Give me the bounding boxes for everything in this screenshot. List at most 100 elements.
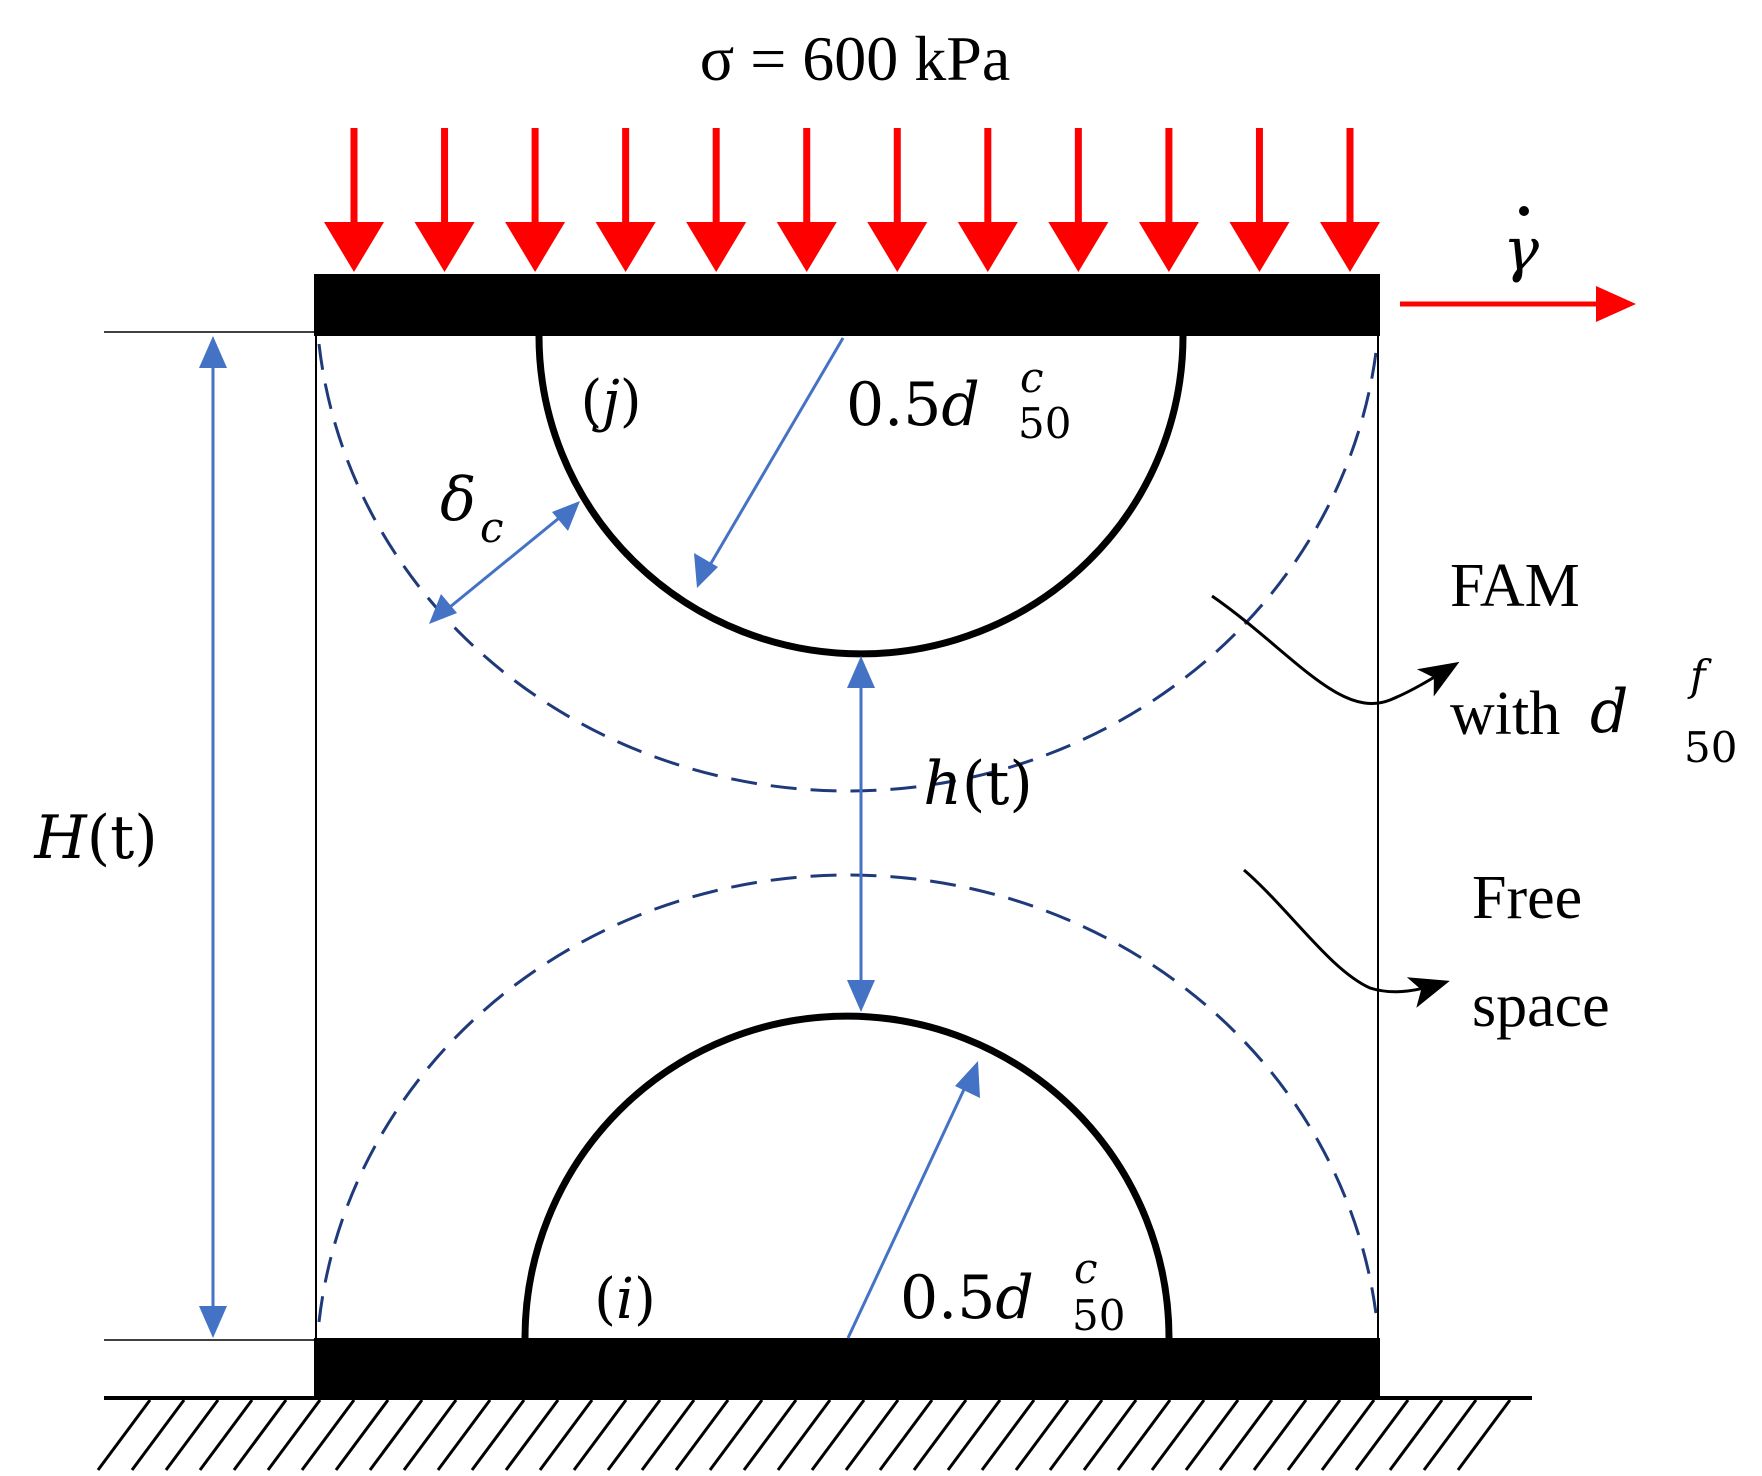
particle-i-label: (i) [594, 1267, 656, 1332]
svg-text:space: space [1472, 972, 1610, 1040]
fam-boundary-bottom [317, 873, 1379, 1323]
load-arrow-head [686, 222, 747, 272]
ground-hatch [436, 1399, 492, 1471]
ground-hatch [1456, 1399, 1512, 1471]
radius-label-top: 0.5d c 50 [846, 353, 1071, 448]
radius-label-bottom: 0.5d c 50 [900, 1244, 1125, 1340]
radius-arrow-bottom [846, 1067, 976, 1339]
load-arrow-head [957, 222, 1018, 272]
h-arrow-top [847, 656, 875, 688]
delta-arrow-head-inner [552, 501, 580, 531]
ground-hatch [368, 1399, 424, 1471]
radius-arrow-top-head [694, 553, 718, 588]
ground-hatch [844, 1399, 900, 1471]
load-arrow-head [1138, 222, 1199, 272]
ground-hatch [402, 1399, 458, 1471]
h-argument: (t) [962, 749, 1033, 819]
h-symbol: h [923, 749, 962, 819]
load-arrow-head [1229, 222, 1290, 272]
load-arrow-head [324, 222, 384, 272]
h-arrow-bottom [847, 980, 875, 1012]
free-space-pointer [1243, 868, 1450, 1008]
H-arrow-bottom [199, 1306, 227, 1338]
bottom-plate [314, 1338, 1380, 1396]
ground-hatch [198, 1399, 254, 1471]
load-arrow-head [1320, 222, 1380, 272]
ground-hatch [334, 1399, 390, 1471]
ground-hatch [980, 1399, 1036, 1471]
particle-j-label: (j) [580, 369, 641, 434]
svg-text:c: c [1020, 353, 1044, 402]
load-arrow-head [1048, 222, 1109, 272]
ground-hatch [640, 1399, 696, 1471]
delta-arrow-head-outer [429, 594, 457, 624]
ground-hatch [300, 1399, 356, 1471]
load-label: σ = 600 kPa [700, 23, 1011, 94]
ground-hatch [878, 1399, 934, 1471]
load-arrows [324, 128, 1380, 272]
svg-text:f: f [1687, 651, 1712, 700]
h-label: h(t) [923, 749, 1033, 819]
ground-hatch [1286, 1399, 1342, 1471]
fam-label: FAM with d f 50 [1450, 552, 1737, 772]
svg-text:with: with [1450, 680, 1560, 748]
ground-hatch [606, 1399, 662, 1471]
ground-hatch [538, 1399, 594, 1471]
H-label: H(t) [33, 803, 157, 873]
ground-hatch [1014, 1399, 1070, 1471]
H-argument: (t) [87, 803, 158, 873]
svg-text:c: c [480, 503, 504, 552]
ground-hatch [164, 1399, 220, 1471]
ground-hatch [1116, 1399, 1172, 1471]
particle-i [521, 1012, 1173, 1339]
ground-hatch [266, 1399, 322, 1471]
ground-hatch [232, 1399, 288, 1471]
load-arrow-head [867, 222, 928, 272]
load-arrow-head [505, 222, 566, 272]
radius-arrow-bottom-head [955, 1061, 980, 1098]
ground [96, 1396, 1532, 1471]
ground-hatch [1184, 1399, 1240, 1471]
load-arrow-head [414, 222, 475, 272]
radius-arrow-top [698, 337, 845, 583]
fam-boundary-top [317, 343, 1379, 793]
ground-hatch [1422, 1399, 1478, 1471]
load-arrow-head [595, 222, 656, 272]
ground-hatch [1354, 1399, 1410, 1471]
ground-hatch [504, 1399, 560, 1471]
delta-label: δ c [440, 465, 504, 552]
fam-pointer [1211, 594, 1460, 705]
svg-text:50: 50 [1072, 1291, 1125, 1340]
free-space-label: Free space [1472, 864, 1610, 1040]
svg-text:c: c [1074, 1244, 1098, 1293]
svg-text:FAM: FAM [1450, 552, 1580, 620]
ground-hatch [1150, 1399, 1206, 1471]
ground-hatch [130, 1399, 186, 1471]
ground-hatch [776, 1399, 832, 1471]
ground-hatch [1252, 1399, 1308, 1471]
ground-hatch [1082, 1399, 1138, 1471]
ground-hatch [742, 1399, 798, 1471]
shear-rate-label: γ [1503, 215, 1539, 285]
ground-hatch [1388, 1399, 1444, 1471]
shear-rate-arrow [1400, 286, 1636, 322]
load-arrow-head [776, 222, 837, 272]
svg-text:50: 50 [1018, 399, 1071, 448]
svg-text:0.5d: 0.5d [900, 1263, 1034, 1333]
ground-hatch [96, 1399, 152, 1471]
shear-rate-dot [1519, 206, 1529, 216]
ground-hatch [810, 1399, 866, 1471]
svg-text:50: 50 [1684, 723, 1737, 772]
ground-hatch [708, 1399, 764, 1471]
svg-text:Free: Free [1472, 864, 1582, 932]
H-arrow-top [199, 336, 227, 368]
ground-hatch [1048, 1399, 1104, 1471]
ground-hatch [572, 1399, 628, 1471]
ground-hatch [912, 1399, 968, 1471]
delta-arrow [433, 503, 576, 622]
ground-hatch [1218, 1399, 1274, 1471]
H-symbol: H [33, 803, 88, 873]
ground-hatch [674, 1399, 730, 1471]
svg-text:δ: δ [440, 465, 476, 535]
